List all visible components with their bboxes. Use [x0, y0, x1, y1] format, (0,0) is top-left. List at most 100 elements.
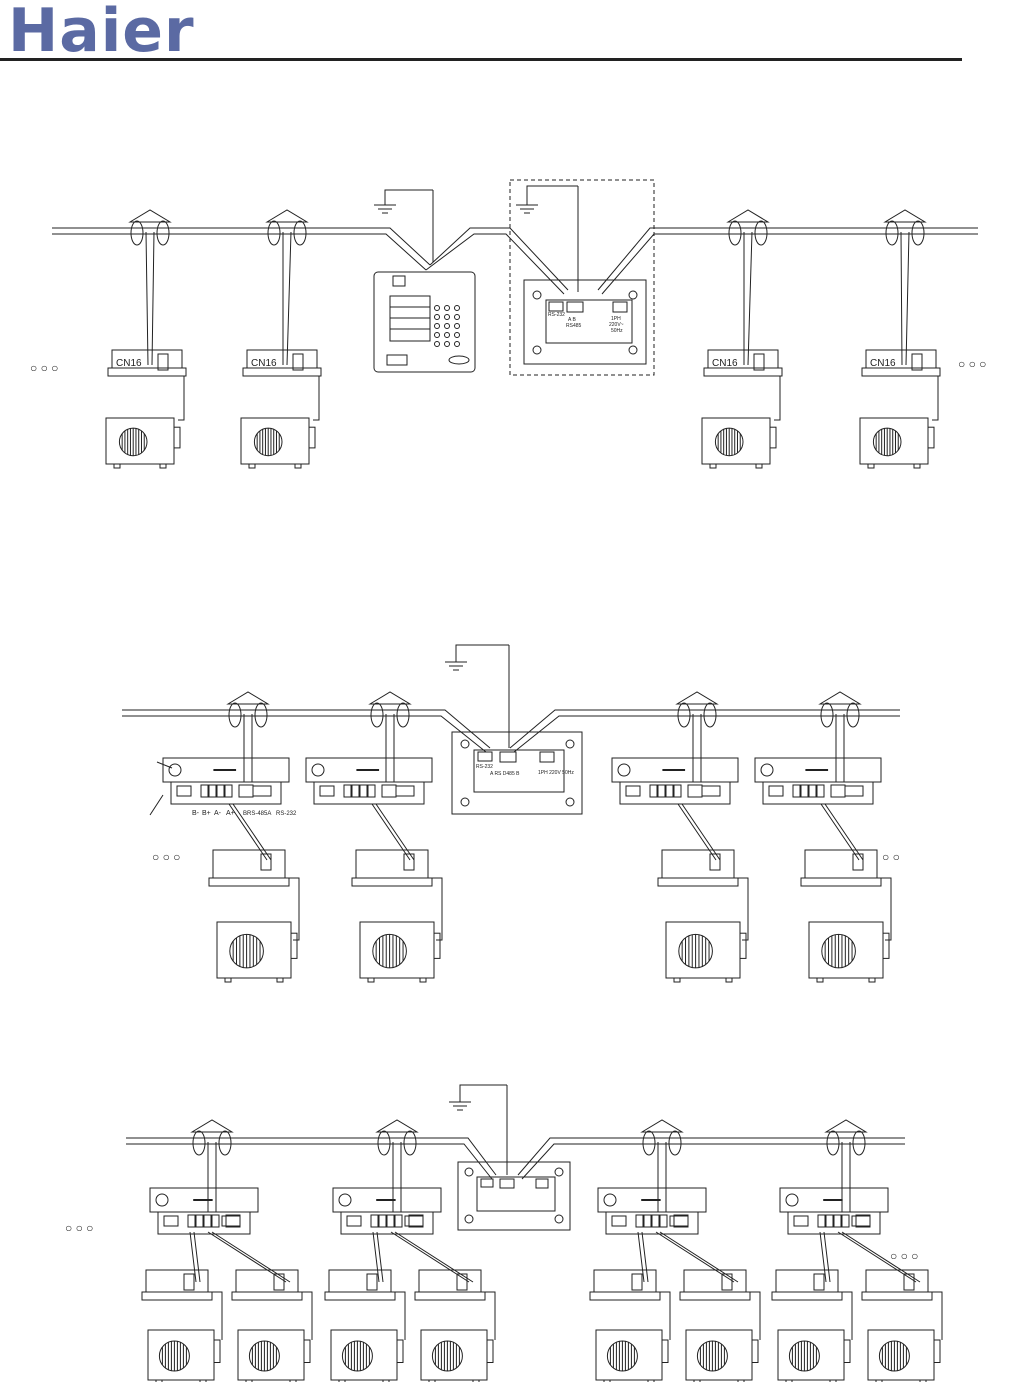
d3-indoor-panel-6 [679, 1269, 751, 1301]
gw1-power-freq: 50Hz [611, 328, 623, 334]
d2-outdoor-unit-4 [808, 921, 890, 983]
gw1-rs232-label: RS-232 [548, 312, 565, 318]
d3-outdoor-unit-7 [777, 1329, 851, 1382]
keypad-button [454, 314, 460, 320]
d3-outdoor-wire [294, 1291, 313, 1340]
haier-logo: Haier [8, 0, 195, 66]
gw1-power-volt: 220V~ [609, 322, 624, 328]
cn16-label: CN16 [712, 358, 738, 369]
d3-drop-wire [841, 1142, 851, 1212]
keypad-button [444, 341, 450, 347]
d1-drop-wire [282, 231, 292, 366]
keypad-button [454, 332, 460, 338]
bus2-right-2 [513, 715, 900, 753]
cn16-label: CN16 [870, 358, 896, 369]
d2-indoor-panel-1 [208, 849, 290, 887]
d2-indoor-panel-4 [800, 849, 882, 887]
term-label-rs232: RS-232 [276, 811, 297, 817]
gateway-module-3 [457, 1161, 571, 1231]
bus-v-1 [429, 227, 569, 291]
d2-outdoor-unit-3 [665, 921, 747, 983]
d2-drop-wire [385, 714, 395, 782]
bus2-left-2 [122, 715, 487, 753]
diagram-3: ○ ○ ○ ○ ○ ○ [65, 1084, 943, 1382]
d2-indoor-panel-2 [351, 849, 433, 887]
bus-line-left-1 [52, 227, 431, 266]
d3-indoor-panel-8 [861, 1269, 933, 1301]
d3-outdoor-wire [204, 1291, 223, 1340]
gateway-dashed-boundary [509, 179, 655, 376]
gw2-rs232-label: RS-232 [476, 764, 493, 770]
leader-line-2 [149, 794, 164, 816]
ground-symbol-2 [516, 185, 579, 292]
bus3-right-2 [521, 1143, 905, 1180]
keypad-button [444, 323, 450, 329]
continuation-dots-right-2: ○ ○ [882, 850, 900, 864]
keypad-button [444, 332, 450, 338]
d1-drop-wire [900, 231, 910, 366]
gw2-rs485-label: A RS D485 B [490, 771, 520, 777]
d1-link-wire [772, 375, 781, 421]
d1-indoor-panel-4: CN16 [861, 349, 941, 377]
diagram-2: RS-232 A RS D485 B 1PH 220V 50Hz B- B+ A… [122, 644, 900, 983]
bus-line-right-1 [597, 227, 978, 291]
d2-drop-wire [243, 714, 253, 782]
d2-outdoor-wire [871, 877, 892, 941]
d3-outdoor-wire [742, 1291, 761, 1340]
rs485-terminal [566, 301, 584, 313]
keypad-button [434, 323, 440, 329]
d2-drop-wire [692, 714, 702, 782]
keypad-button [434, 332, 440, 338]
d1-bushing-3 [726, 209, 770, 246]
d3-indoor-panel-3 [324, 1269, 396, 1301]
d2-outdoor-wire [279, 877, 300, 941]
continuation-dots-right: ○ ○ ○ [958, 357, 986, 371]
d2-outdoor-wire [422, 877, 443, 941]
d3-link-wire [372, 1231, 384, 1283]
bus2-right-1 [509, 709, 900, 749]
d1-link-wire [311, 375, 320, 421]
d3-outdoor-wire [652, 1291, 671, 1340]
term-label-b-plus: B+ [202, 810, 211, 817]
d2-adapter-3 [611, 757, 739, 805]
gw2-power-label: 1PH 220V 50Hz [538, 770, 574, 776]
bus3-left-2 [126, 1143, 493, 1180]
d3-outdoor-unit-8 [867, 1329, 941, 1382]
gw1-rs485-label: RS485 [566, 323, 582, 329]
d3-outdoor-unit-4 [420, 1329, 494, 1382]
d2-outdoor-unit-1 [216, 921, 298, 983]
cn16-label: CN16 [251, 358, 277, 369]
d3-link-wire [189, 1231, 201, 1283]
cn16-label: CN16 [116, 358, 142, 369]
d2-outdoor-unit-2 [359, 921, 441, 983]
bus3-left-1 [126, 1137, 497, 1176]
d1-bushing-1 [128, 209, 172, 246]
d2-bushing-2 [368, 691, 412, 728]
bus-line-left-2 [52, 233, 427, 271]
d2-outdoor-wire [728, 877, 749, 941]
d3-indoor-panel-7 [771, 1269, 843, 1301]
ground-symbol-4 [449, 1084, 508, 1175]
d3-outdoor-unit-1 [147, 1329, 221, 1382]
d1-bushing-4 [883, 209, 927, 246]
keypad-button [454, 341, 460, 347]
d3-outdoor-unit-2 [237, 1329, 311, 1382]
d3-bushing-2 [375, 1119, 419, 1156]
bus3-right-1 [517, 1137, 905, 1176]
continuation-dots-left-3: ○ ○ ○ [65, 1221, 93, 1235]
d3-adapter-4 [779, 1187, 889, 1235]
d3-drop-wire [392, 1142, 402, 1212]
d3-indoor-panel-1 [141, 1269, 213, 1301]
d3-bushing-4 [824, 1119, 868, 1156]
continuation-dots-right-3: ○ ○ ○ [890, 1249, 918, 1263]
d3-drop-wire [207, 1142, 217, 1212]
d1-indoor-panel-2: CN16 [242, 349, 322, 377]
power-terminal [612, 301, 628, 313]
d3-indoor-panel-5 [589, 1269, 661, 1301]
d2-link-wire [820, 803, 864, 861]
continuation-dots-left-2: ○ ○ ○ [152, 850, 180, 864]
gateway-module-1 [523, 279, 647, 365]
d3-outdoor-wire [387, 1291, 406, 1340]
d3-outdoor-unit-3 [330, 1329, 404, 1382]
